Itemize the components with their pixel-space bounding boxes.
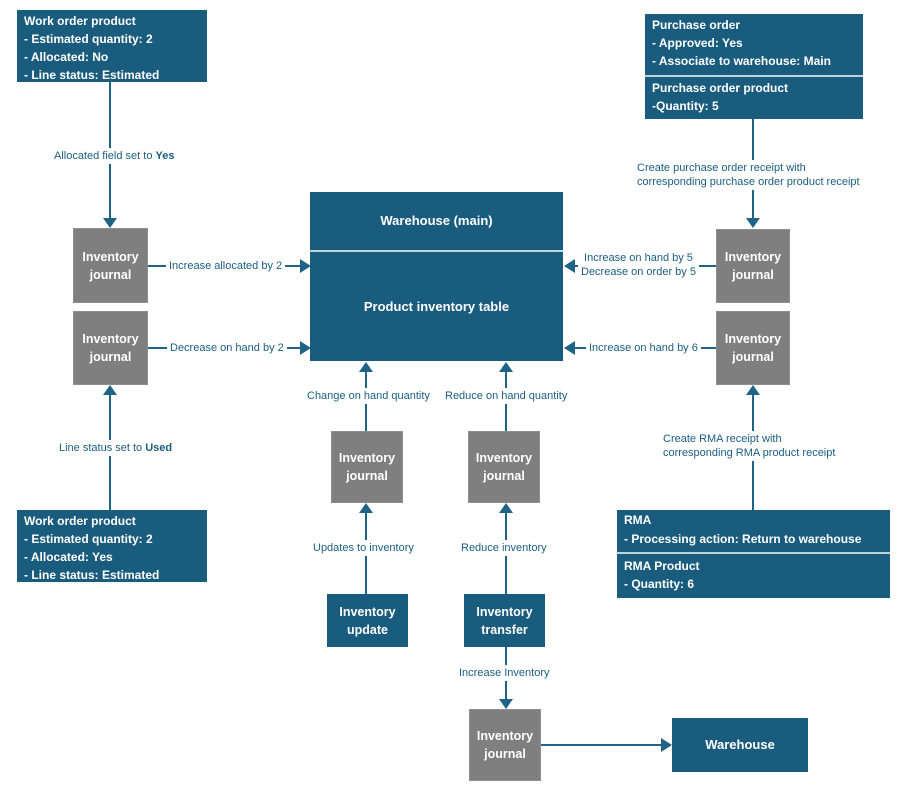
node-purchase-order-product: Purchase order product -Quantity: 5 xyxy=(645,77,863,119)
node-inventory-journal-center-1: Inventory journal xyxy=(331,431,403,503)
arrowhead-down-po-to-journal xyxy=(746,218,760,228)
node-inventory-journal-center-2: Inventory journal xyxy=(468,431,540,503)
arrowhead-down-transfer-to-bottom-journal xyxy=(499,699,513,709)
label-line: corresponding RMA product receipt xyxy=(663,447,836,459)
arrowhead-up-transfer-to-journal xyxy=(499,503,513,513)
node-line: Inventory xyxy=(338,451,396,465)
node-line: - Processing action: Return to warehouse xyxy=(624,532,862,546)
node-line: journal xyxy=(484,747,526,761)
node-rma-product: RMA Product - Quantity: 6 xyxy=(617,554,890,598)
arrow-line-journal-to-warehouse xyxy=(541,744,661,746)
node-line: Inventory xyxy=(476,604,533,619)
node-line: Inventory xyxy=(82,332,139,346)
node-line: journal xyxy=(732,268,774,282)
node-line: Inventory xyxy=(724,332,782,346)
label-increase-inventory: Increase Inventory xyxy=(456,665,553,681)
node-inventory-transfer: Inventory transfer xyxy=(464,594,545,647)
label-change-on-hand: Change on hand quantity xyxy=(304,388,433,404)
node-line: Purchase order xyxy=(652,18,741,32)
divider xyxy=(310,250,563,252)
label-increase5-decrease5: Increase on hand by 5 Decrease on order … xyxy=(578,250,699,280)
arrowhead-down-wop1-to-journal xyxy=(103,218,117,228)
label-bold-text: Yes xyxy=(155,150,175,162)
node-line: journal xyxy=(89,350,132,364)
node-inventory-journal-left-1: Inventory journal xyxy=(73,228,148,303)
node-inventory-update: Inventory update xyxy=(327,594,408,647)
label-reduce-on-hand: Reduce on hand quantity xyxy=(442,388,571,404)
node-inventory-journal-bottom: Inventory journal xyxy=(469,709,541,781)
node-line: - Estimated quantity: 2 xyxy=(24,32,153,46)
warehouse-main-title: Warehouse (main) xyxy=(380,213,493,228)
node-line: journal xyxy=(89,267,132,282)
node-line: Inventory xyxy=(475,451,533,465)
label-text: Line status set to xyxy=(59,442,146,454)
arrowhead-up-change-onhand xyxy=(359,362,373,372)
node-line: Inventory xyxy=(339,604,396,619)
arrowhead-left-increase6 xyxy=(564,341,575,355)
divider xyxy=(645,75,863,77)
node-line: - Associate to warehouse: Main xyxy=(652,54,831,68)
node-inventory-journal-left-2: Inventory journal xyxy=(73,311,148,385)
node-line: - Approved: Yes xyxy=(652,36,743,50)
node-work-order-product-top: Work order product - Estimated quantity:… xyxy=(17,10,207,82)
label-reduce-inventory: Reduce inventory xyxy=(458,540,550,556)
node-line: update xyxy=(347,622,388,637)
node-line: transfer xyxy=(481,622,528,637)
node-line: - Allocated: Yes xyxy=(24,550,113,564)
node-line: Warehouse xyxy=(705,737,775,752)
node-purchase-order-group: Purchase order - Approved: Yes - Associa… xyxy=(645,14,863,119)
label-line: Create RMA receipt with xyxy=(663,433,782,445)
label-line-status-set: Line status set to Used xyxy=(56,440,176,456)
node-inventory-journal-right-1: Inventory journal xyxy=(716,229,790,303)
node-work-order-product-bottom: Work order product - Estimated quantity:… xyxy=(17,510,207,582)
product-inventory-table-label: Product inventory table xyxy=(363,298,510,314)
node-line: journal xyxy=(483,469,525,483)
node-line: - Allocated: No xyxy=(24,50,109,64)
node-line: Inventory xyxy=(724,250,782,264)
arrowhead-left-increase5 xyxy=(564,259,575,273)
arrowhead-right-journal-to-warehouse xyxy=(661,738,672,752)
label-rma-receipt: Create RMA receipt with corresponding RM… xyxy=(660,431,839,461)
label-increase-allocated: Increase allocated by 2 xyxy=(166,258,286,274)
node-rma: RMA - Processing action: Return to wareh… xyxy=(617,510,890,552)
node-line: - Line status: Estimated xyxy=(24,68,160,82)
arrowhead-up-update-to-journal xyxy=(359,503,373,513)
arrowhead-up-reduce-onhand xyxy=(499,362,513,372)
node-line: - Quantity: 6 xyxy=(624,577,695,591)
node-line: Work order product xyxy=(24,514,136,528)
node-purchase-order: Purchase order - Approved: Yes - Associa… xyxy=(645,14,863,75)
node-line: -Quantity: 5 xyxy=(652,99,719,113)
node-line: Inventory xyxy=(82,249,139,264)
node-warehouse-bottom: Warehouse xyxy=(672,718,808,772)
label-text: Allocated field set to xyxy=(54,150,156,162)
divider xyxy=(617,552,890,554)
label-allocated-field-set: Allocated field set to Yes xyxy=(51,148,178,164)
node-line: - Estimated quantity: 2 xyxy=(24,532,153,546)
label-line: corresponding purchase order product rec… xyxy=(637,176,860,188)
label-line: Create purchase order receipt with xyxy=(637,162,806,174)
node-line: RMA xyxy=(624,513,652,527)
label-decrease-on-hand: Decrease on hand by 2 xyxy=(167,340,287,356)
node-line: Purchase order product xyxy=(652,81,789,95)
node-line: journal xyxy=(346,469,388,483)
node-line: Inventory xyxy=(476,729,534,743)
node-line: Work order product xyxy=(24,14,136,28)
arrowhead-up-wop2-to-journal xyxy=(103,385,117,395)
node-line: - Line status: Estimated xyxy=(24,568,160,582)
arrowhead-right-decrease-onhand xyxy=(300,341,311,355)
label-po-receipt: Create purchase order receipt with corre… xyxy=(634,160,863,190)
node-line: journal xyxy=(732,350,774,364)
node-warehouse-main: Warehouse (main) Product inventory table xyxy=(310,192,563,361)
label-updates-to-inventory: Updates to inventory xyxy=(310,540,417,556)
label-line: Decrease on order by 5 xyxy=(581,266,696,278)
label-line: Increase on hand by 5 xyxy=(584,252,693,264)
arrowhead-right-increase-allocated xyxy=(300,259,311,273)
arrowhead-up-rma-to-journal xyxy=(746,385,760,395)
node-line: RMA Product xyxy=(624,559,700,573)
node-inventory-journal-right-2: Inventory journal xyxy=(716,311,790,385)
label-bold-text: Used xyxy=(145,442,173,454)
label-increase-on-hand-6: Increase on hand by 6 xyxy=(586,340,701,356)
node-rma-group: RMA - Processing action: Return to wareh… xyxy=(617,510,890,598)
